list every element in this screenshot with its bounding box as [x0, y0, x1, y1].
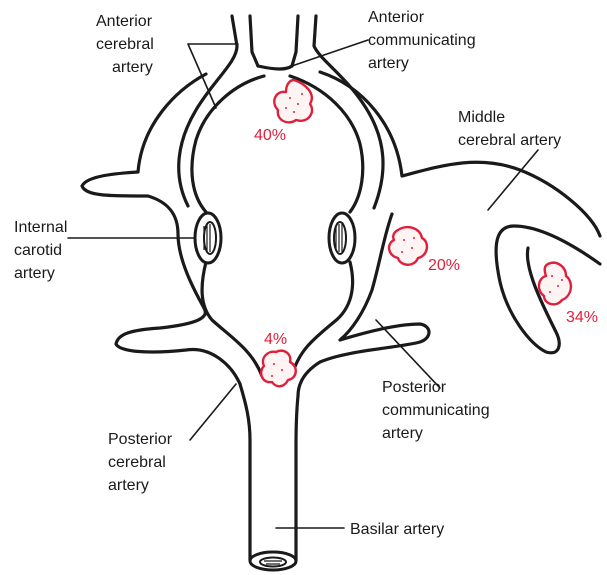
right-posterior-communicating-artery	[292, 262, 353, 376]
posterior-cerebral-label-line2: cerebral	[108, 454, 166, 471]
anterior-communicating-label-line2: communicating	[368, 32, 476, 49]
left-internal-carotid-cross-section	[195, 213, 221, 263]
basilar-artery-cross-section	[250, 552, 296, 570]
posterior-communicating-label-line3: artery	[382, 425, 423, 442]
aneurysm-internal-carotid-posterior-communicating	[389, 227, 427, 265]
aneurysm-anterior-communicating	[274, 80, 312, 122]
posterior-cerebral-label-line1: Posterior	[108, 431, 173, 448]
vessel-outlines	[82, 16, 600, 560]
basilar-artery-left-wall	[240, 384, 250, 560]
left-inner-loop	[192, 76, 264, 212]
middle-cerebral-leader	[488, 150, 538, 210]
middle-cerebral-label-line1: Middle	[458, 109, 505, 126]
right-internal-carotid-cross-section	[329, 213, 355, 263]
basilar-artery-label: Basilar artery	[350, 521, 444, 538]
anterior-cerebral-label-line2: cerebral	[96, 36, 154, 53]
percent-basilar-tip: 4%	[264, 331, 287, 348]
posterior-communicating-label-line2: communicating	[382, 402, 490, 419]
internal-carotid-label-line2: carotid	[14, 242, 62, 259]
posterior-cerebral-label-line3: artery	[108, 477, 149, 494]
posterior-communicating-leader	[376, 320, 440, 388]
left-anterior-cerebral-artery-inner	[250, 16, 258, 66]
posterior-cerebral-leader	[190, 384, 236, 440]
percent-internal-carotid-posterior-communicating: 20%	[428, 257, 460, 274]
internal-carotid-label-line1: Internal	[14, 219, 67, 236]
basilar-artery-right-wall	[296, 396, 298, 560]
anterior-communicating-label-line3: artery	[368, 55, 409, 72]
internal-carotid-label-line3: artery	[14, 265, 55, 282]
anterior-communicating-label-line1: Anterior	[368, 9, 425, 26]
percent-middle-cerebral: 34%	[566, 309, 598, 326]
aneurysm-basilar-tip	[261, 351, 296, 387]
left-posterior-communicating-artery	[202, 262, 262, 376]
percent-anterior-communicating: 40%	[254, 127, 286, 144]
anterior-cerebral-label-line1: Anterior	[96, 13, 153, 30]
right-anterior-cerebral-artery	[292, 16, 298, 66]
posterior-communicating-label-line1: Posterior	[382, 379, 447, 396]
anterior-cerebral-leader	[188, 44, 238, 108]
aneurysm-middle-cerebral	[539, 263, 571, 305]
anterior-cerebral-label-line3: artery	[112, 59, 153, 76]
middle-cerebral-label-line2: cerebral artery	[458, 132, 561, 149]
